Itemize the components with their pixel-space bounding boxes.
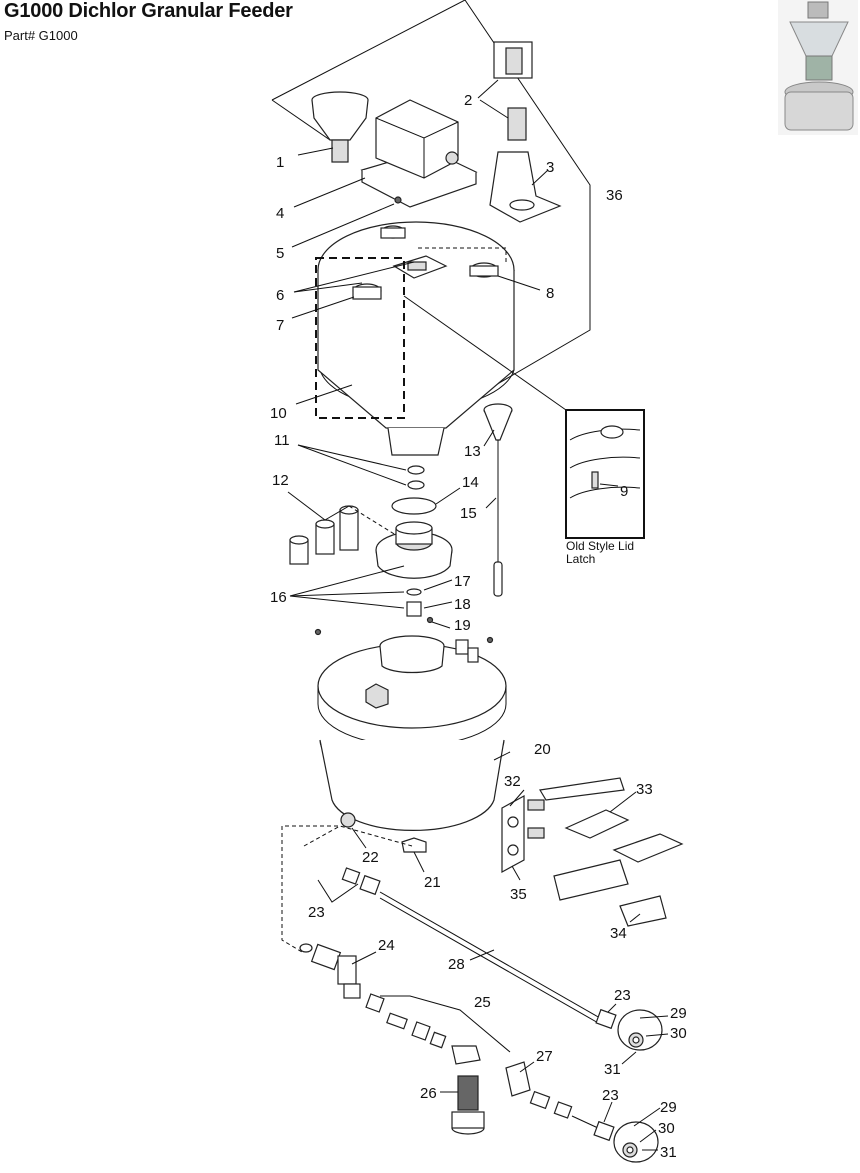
callout-22: 22 — [362, 849, 379, 866]
callout-31a: 31 — [604, 1061, 621, 1078]
callout-25: 25 — [474, 994, 491, 1011]
callout-36-group: 36 — [271, 0, 623, 401]
inset-old-style-latch: 9 Old Style Lid Latch — [403, 295, 645, 566]
callout-1: 1 — [276, 154, 284, 171]
callout-5: 5 — [276, 245, 284, 262]
part-3-mount: 3 — [489, 151, 562, 223]
callout-35: 35 — [510, 886, 527, 903]
callout-30a: 30 — [670, 1025, 687, 1042]
callout-26: 26 — [420, 1085, 437, 1102]
callout-16: 16 — [270, 589, 287, 606]
callout-27: 27 — [536, 1048, 553, 1065]
part-23-28-tube: 23 28 — [308, 867, 601, 1025]
callout-4: 4 — [276, 205, 284, 222]
callout-14: 14 — [462, 474, 479, 491]
part-1-funnel: 1 — [276, 91, 369, 171]
callout-36: 36 — [606, 187, 623, 204]
hopper-assembly: 6 7 8 10 — [270, 221, 554, 456]
callout-10: 10 — [270, 405, 287, 422]
callout-2: 2 — [464, 92, 472, 109]
callout-34: 34 — [610, 925, 627, 942]
callout-20: 20 — [534, 741, 551, 758]
part-14-gasket: 14 — [391, 474, 479, 515]
part-13-15-dip-tube: 13 15 — [460, 403, 513, 597]
part-24-27-plumbing: 24 25 26 27 — [299, 937, 573, 1135]
callout-29b: 29 — [660, 1099, 677, 1116]
part-16-flange: 16 17 18 — [270, 521, 471, 617]
injector-upper: 23 29 30 31 — [595, 987, 687, 1078]
callout-23c: 23 — [602, 1087, 619, 1104]
part-2-bracket: 2 — [464, 41, 533, 141]
callout-29a: 29 — [670, 1005, 687, 1022]
callout-6: 6 — [276, 287, 284, 304]
callout-7: 7 — [276, 317, 284, 334]
inset-callout-9: 9 — [620, 483, 628, 500]
callout-12: 12 — [272, 472, 289, 489]
callout-11: 11 — [274, 432, 290, 449]
callout-3: 3 — [546, 159, 554, 176]
callout-8: 8 — [546, 285, 554, 302]
inset-caption-line2: Latch — [566, 552, 595, 566]
callout-24: 24 — [378, 937, 395, 954]
page-title: G1000 Dichlor Granular Feeder — [4, 0, 293, 22]
callout-19: 19 — [454, 617, 471, 634]
part-12-inserts: 12 — [272, 472, 405, 565]
part-number: Part# G1000 — [4, 28, 78, 43]
callout-32: 32 — [504, 773, 521, 790]
injector-lower: 23 29 30 31 — [571, 1087, 677, 1163]
part-5-screw: 5 — [276, 196, 402, 262]
callout-31b: 31 — [660, 1144, 677, 1161]
callout-15: 15 — [460, 505, 477, 522]
callout-23a: 23 — [308, 904, 325, 921]
callout-23b: 23 — [614, 987, 631, 1004]
part-4-motor: 4 — [276, 99, 478, 222]
callout-28: 28 — [448, 956, 465, 973]
part-32-35-mount: 32 33 34 35 — [501, 773, 684, 942]
inset-caption-line1: Old Style Lid — [566, 539, 634, 553]
product-photo — [778, 0, 858, 135]
callout-17: 17 — [454, 573, 471, 590]
callout-21: 21 — [424, 874, 441, 891]
callout-18: 18 — [454, 596, 471, 613]
callout-33: 33 — [636, 781, 653, 798]
callout-13: 13 — [464, 443, 481, 460]
callout-30b: 30 — [658, 1120, 675, 1137]
part-11-seals: 11 — [274, 432, 425, 490]
part-20-base: 19 20 21 22 — [281, 616, 551, 953]
